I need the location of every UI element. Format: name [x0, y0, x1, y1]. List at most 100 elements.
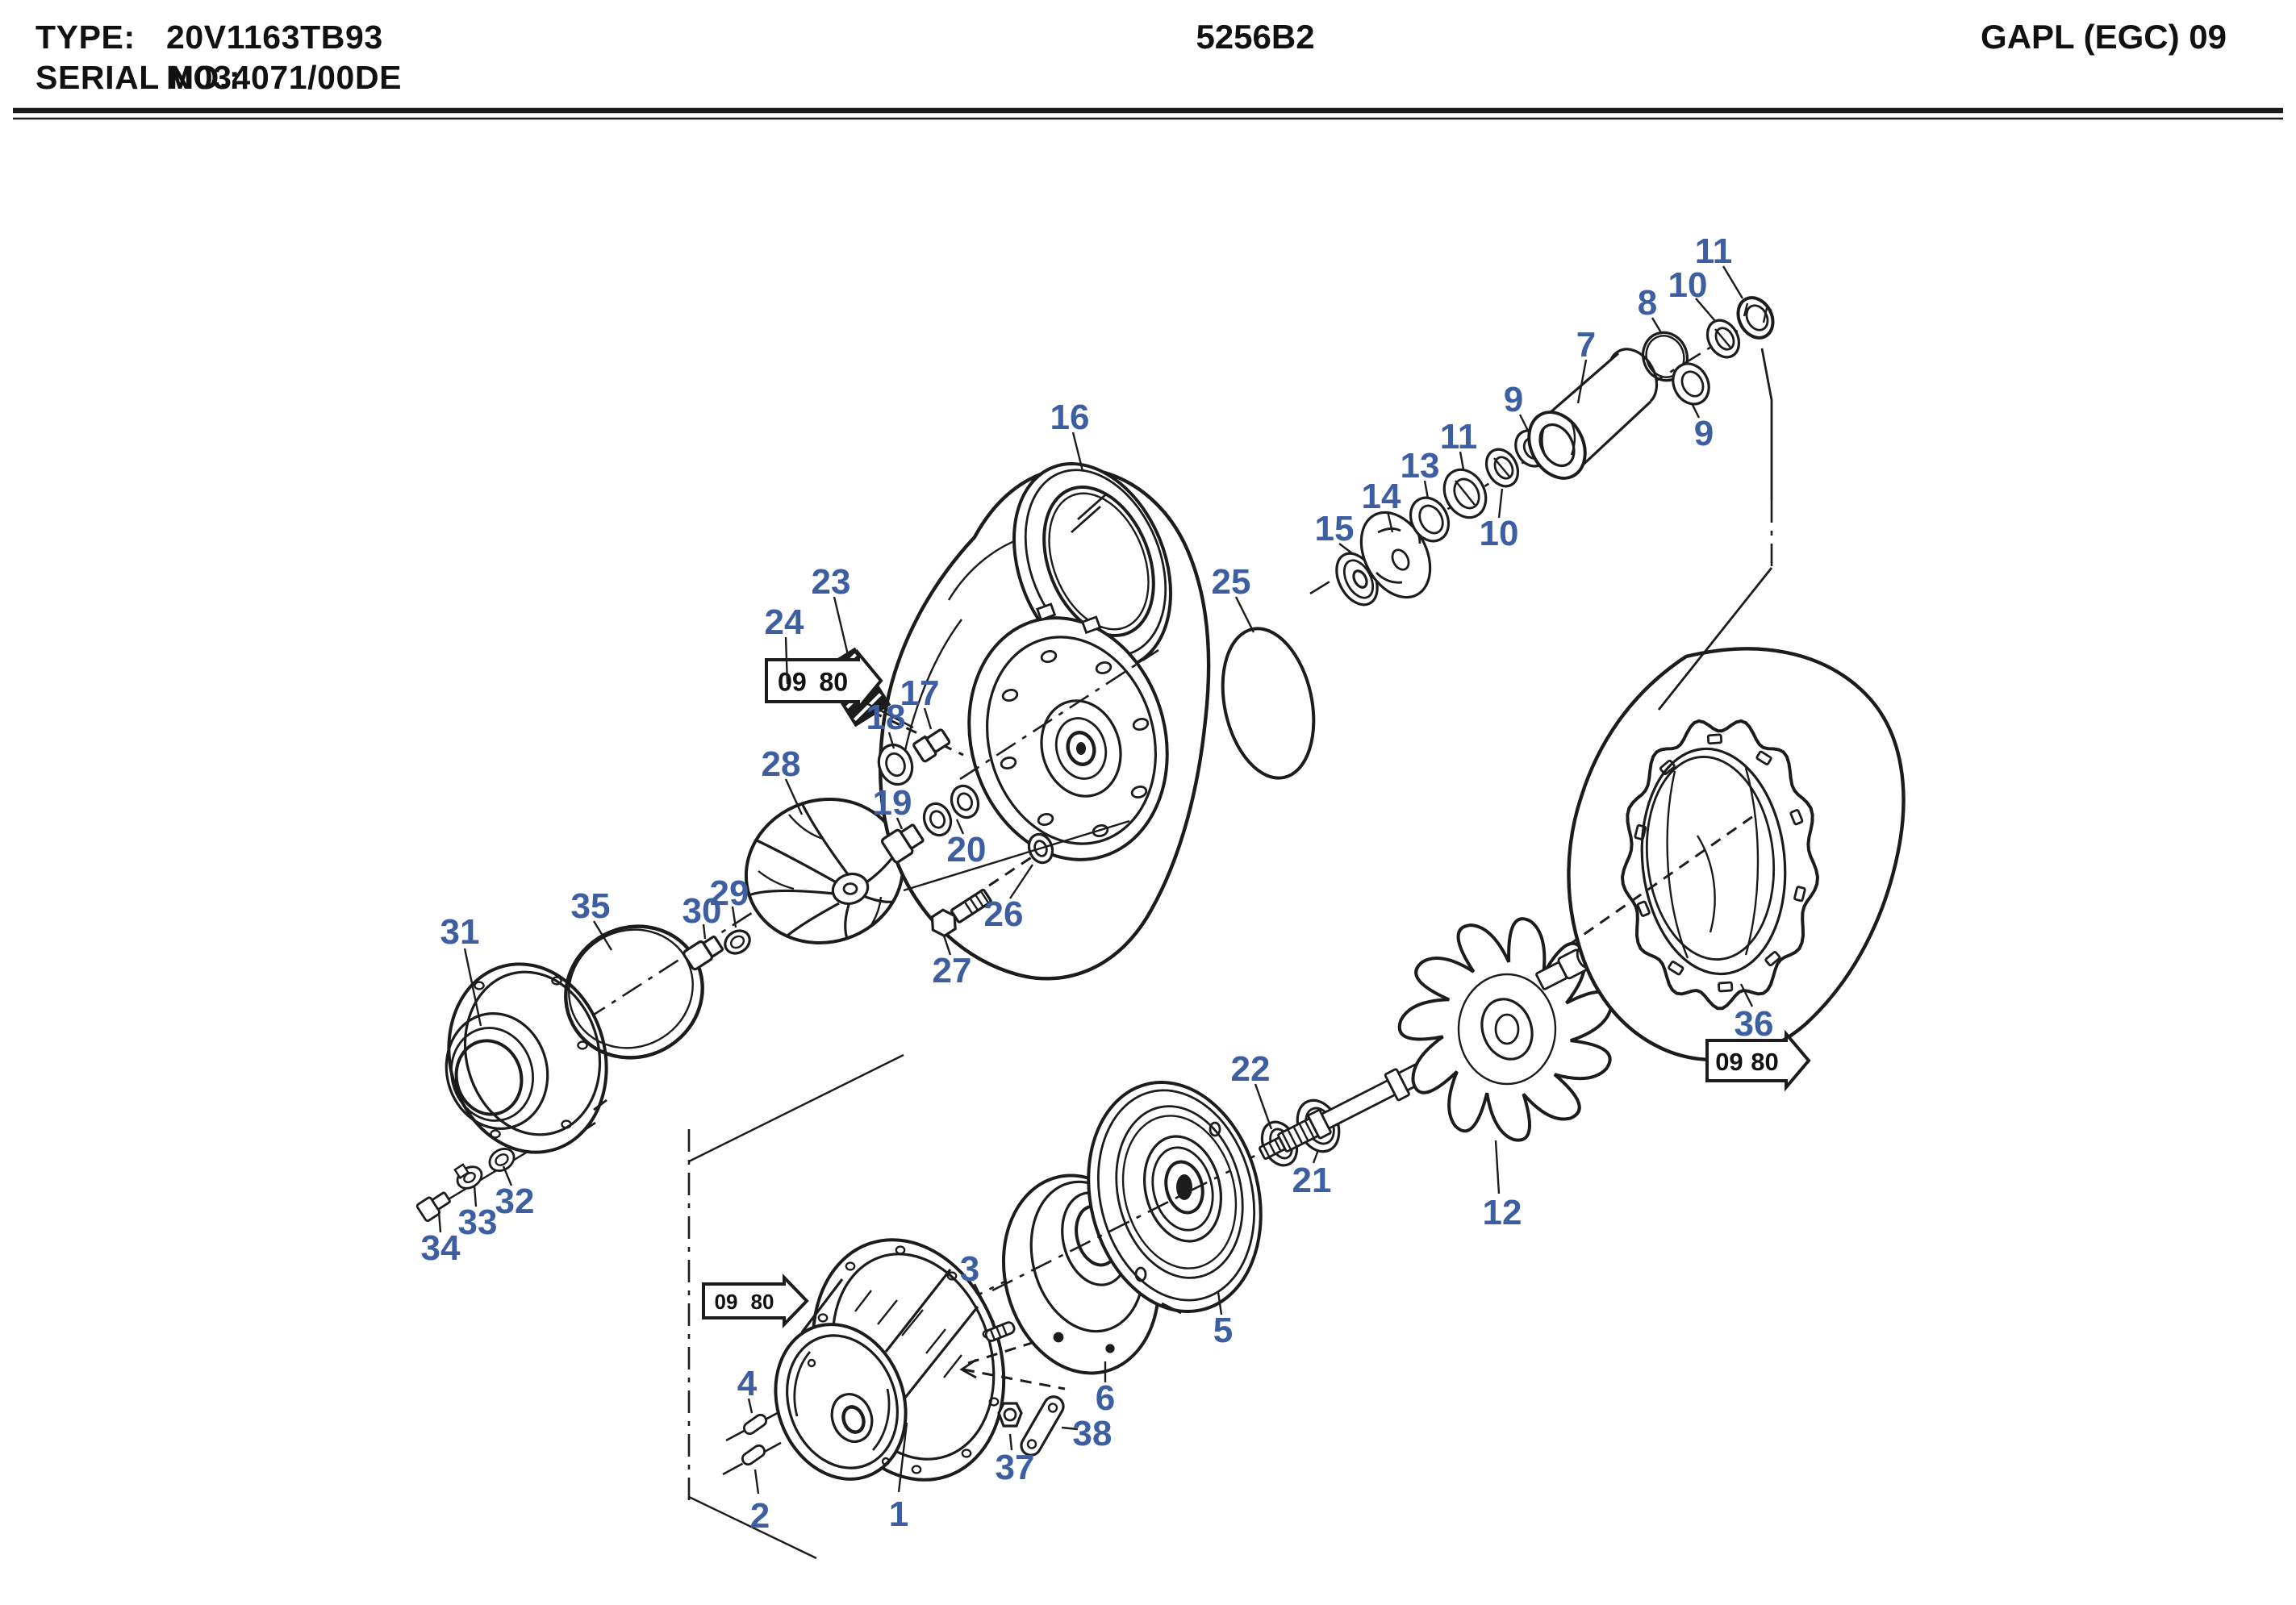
part-9-washer-right	[1672, 362, 1710, 406]
ref-box-09-80	[765, 648, 883, 713]
leader-line-2	[754, 1469, 760, 1495]
leader-line-3	[973, 1283, 996, 1324]
bolt27-axis-dash	[988, 852, 1038, 887]
callout-22: 22	[1231, 1049, 1271, 1089]
leader-line-27	[942, 935, 952, 956]
part-10-lock-washer-right	[1705, 319, 1741, 359]
flange-hole	[474, 981, 485, 990]
callout-36: 36	[1735, 1004, 1774, 1044]
callout-24: 24	[765, 602, 804, 642]
leader-line-12	[1494, 1140, 1501, 1194]
callout-9: 9	[1504, 380, 1523, 419]
callout-25: 25	[1212, 562, 1251, 602]
callout-32: 32	[495, 1182, 535, 1221]
leader-line-37	[1008, 1433, 1013, 1451]
callout-30: 30	[683, 891, 722, 931]
leader-line-5	[1217, 1291, 1223, 1315]
leader-line-13	[1423, 480, 1430, 499]
header: TYPE: 20V1163TB93 SERIAL NO.: M034071/00…	[13, 18, 2283, 120]
ref-box-09-80	[702, 1274, 809, 1328]
leader-line-30	[702, 923, 707, 940]
callout-18: 18	[866, 698, 906, 737]
leader-line-14	[1386, 511, 1394, 533]
leader-line-1	[897, 1422, 908, 1493]
callout-38: 38	[1073, 1414, 1113, 1453]
callout-9: 9	[1694, 414, 1714, 453]
callout-13: 13	[1401, 446, 1440, 486]
part-14-oil-slinger	[1359, 511, 1432, 599]
callout-15: 15	[1315, 509, 1355, 548]
callout-16: 16	[1050, 398, 1090, 437]
part-37-nut	[997, 1402, 1023, 1428]
callout-14: 14	[1362, 477, 1401, 516]
callout-21: 21	[1292, 1161, 1332, 1200]
ref-box-09-80	[1705, 1029, 1811, 1092]
rotor-parts-chain	[1335, 296, 1775, 607]
flange-hole	[577, 1040, 588, 1050]
leader-line-35	[592, 920, 613, 951]
leader-line-26	[1009, 864, 1033, 899]
part-1-hub-housing	[774, 1238, 1006, 1482]
part-5-seal-plate	[1087, 1081, 1263, 1315]
leader-line-10	[1497, 488, 1504, 519]
leader-line-24	[784, 636, 789, 685]
leader-line-8	[1651, 317, 1664, 335]
leader-line-22	[1254, 1083, 1273, 1130]
callout-4: 4	[737, 1364, 758, 1403]
callout-2: 2	[750, 1496, 770, 1536]
callout-11: 11	[1440, 417, 1478, 456]
callout-31: 31	[440, 912, 480, 952]
type-label: TYPE:	[35, 19, 136, 56]
leader-line-9	[1691, 404, 1701, 419]
callout-35: 35	[571, 886, 611, 926]
leader-line-4	[747, 1398, 754, 1414]
part-30-bushing	[683, 935, 724, 971]
centerlines-over	[959, 648, 1230, 1292]
callout-23: 23	[812, 562, 851, 602]
cover-plate	[967, 602, 1169, 861]
type-value: 20V1163TB93	[166, 19, 383, 56]
part-11-shaft-nut	[1736, 296, 1775, 340]
callout-19: 19	[873, 783, 912, 823]
plate-ref-dash	[870, 710, 964, 757]
group-code: GAPL (EGC) 09	[1981, 18, 2227, 56]
serial-value: M034071/00DE	[166, 59, 402, 96]
part-3-stud	[984, 1321, 1016, 1342]
leader-line-10	[1695, 298, 1716, 322]
callout-11: 11	[1695, 231, 1733, 271]
part-17-plug	[912, 728, 951, 763]
leader-line-28	[784, 778, 804, 815]
part-20-washers	[922, 784, 980, 837]
leader-line-15	[1338, 543, 1353, 554]
leader-line-18	[887, 732, 895, 749]
leader-line-34	[437, 1211, 442, 1233]
leader-line-31	[463, 948, 482, 1027]
leader-line-20	[955, 819, 965, 835]
callout-20: 20	[947, 830, 987, 869]
part-29-washer	[724, 929, 751, 955]
part-10-lock-washer-left	[1484, 448, 1520, 488]
construction-lines	[687, 348, 1773, 1560]
callout-28: 28	[762, 744, 801, 784]
callout-10: 10	[1480, 514, 1519, 553]
callout-6: 6	[1096, 1378, 1115, 1418]
callout-33: 33	[458, 1203, 498, 1242]
leader-line-33	[473, 1185, 478, 1207]
callout-27: 27	[933, 951, 972, 990]
callout-7: 7	[1576, 325, 1596, 365]
flange-hole	[561, 1119, 572, 1129]
part-18-seal-ring	[877, 743, 914, 786]
leader-line-9	[1518, 414, 1530, 431]
serial-label: SERIAL NO.:	[35, 59, 240, 96]
callout-29: 29	[710, 873, 749, 913]
part-36-turbine-housing	[1567, 647, 1906, 1062]
callout-37: 37	[996, 1448, 1035, 1487]
part-33-lock-washer	[453, 1163, 483, 1190]
callout-5: 5	[1213, 1311, 1233, 1350]
leader-line-21	[1312, 1149, 1320, 1164]
leader-line-19	[895, 817, 904, 830]
part-34-bolt	[415, 1191, 451, 1223]
